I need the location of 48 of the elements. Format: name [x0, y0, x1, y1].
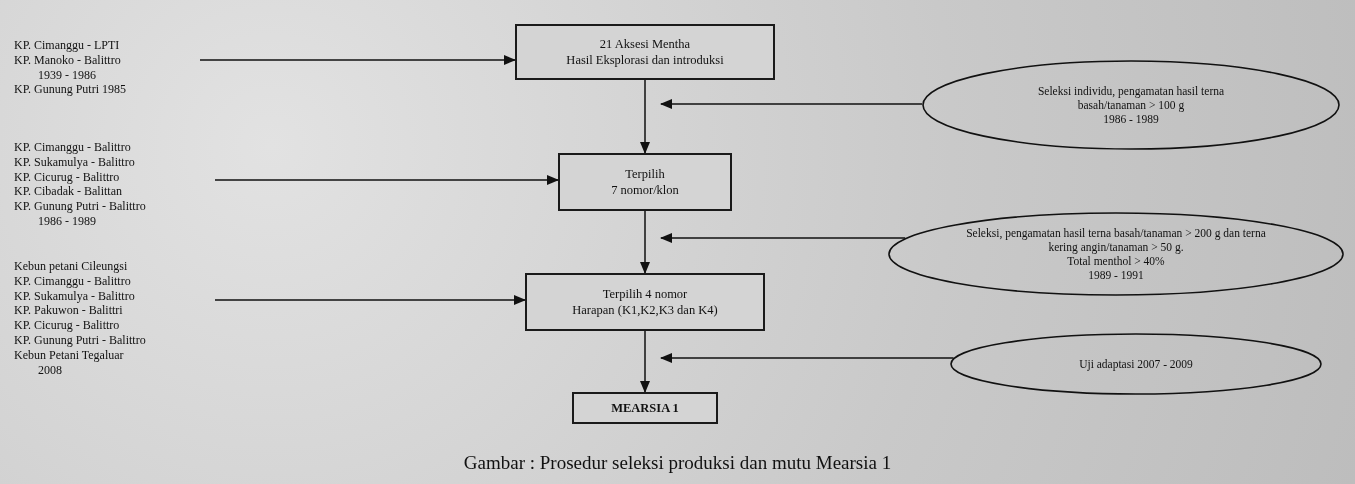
location-text: KP. Gunung Putri - Balittro	[14, 199, 146, 214]
selection-ellipse	[950, 333, 1322, 395]
ellipse-text: Seleksi individu, pengamatan hasil terna basah/tanaman > 100 g	[1036, 84, 1226, 112]
figure-caption: Gambar : Prosedur seleksi produksi dan mutu Mearsia 1	[462, 452, 893, 474]
location-text: KP. Pakuwon - Balittri	[14, 303, 123, 319]
box-text: 21 Aksesi Mentha	[599, 36, 691, 52]
ellipse-text: Total menthol > 40%	[1067, 254, 1165, 268]
arrow	[199, 55, 516, 65]
arrow	[214, 175, 559, 185]
process-box	[558, 153, 732, 211]
location-text: 2008	[37, 362, 62, 378]
location-text: KP. Gunung Putri 1985	[14, 82, 126, 98]
arrow	[640, 210, 650, 274]
location-text: KP. Cimanggu - Balittro	[14, 140, 131, 155]
ellipse-text: Uji adaptasi 2007 - 2009	[1079, 357, 1193, 371]
process-box	[572, 392, 718, 424]
location-text: KP. Manoko - Balittro	[14, 52, 121, 68]
box-text: Terpilih	[625, 166, 665, 182]
box-text: 7 nomor/klon	[611, 182, 679, 198]
selection-ellipse	[888, 212, 1344, 296]
box-text: Hasil Eksplorasi dan introduksi	[566, 52, 724, 68]
selection-ellipse	[922, 60, 1340, 150]
box-text: Terpilih 4 nomor	[602, 286, 688, 302]
location-text: KP. Cimanggu - Balittro	[14, 273, 131, 289]
box-text: Harapan (K1,K2,K3 dan K4)	[572, 302, 718, 318]
arrow	[660, 233, 906, 243]
process-box	[525, 273, 765, 331]
location-text: KP. Cicurug - Balittro	[14, 169, 120, 185]
location-text: KP. Cicurug - Balittro	[14, 318, 120, 333]
location-text: 1986 - 1989	[37, 214, 96, 229]
arrow	[660, 99, 923, 109]
arrow	[660, 353, 955, 363]
ellipse-text: Seleksi, pengamatan hasil terna basah/tanaman > 200 g dan terna kering angin/tanaman > 50 g.	[965, 226, 1267, 254]
arrow	[640, 79, 650, 154]
location-text: 1939 - 1986	[37, 67, 96, 83]
location-text: KP. Sukamulya - Balittro	[14, 288, 135, 304]
location-text: Kebun petani Cileungsi	[14, 259, 128, 274]
box-text: MEARSIA 1	[611, 400, 679, 416]
location-text: KP. Gunung Putri - Balittro	[14, 333, 146, 348]
process-box	[515, 24, 775, 80]
ellipse-text: 1986 - 1989	[1103, 112, 1159, 126]
location-text: KP. Sukamulya - Balittro	[14, 154, 135, 170]
ellipse-text: 1989 - 1991	[1088, 268, 1144, 282]
arrow	[640, 330, 650, 393]
location-text: KP. Cimanggu - LPTI	[14, 38, 120, 53]
location-text: KP. Cibadak - Balittan	[14, 184, 122, 200]
location-text: Kebun Petani Tegaluar	[14, 347, 124, 363]
arrow	[214, 295, 526, 305]
